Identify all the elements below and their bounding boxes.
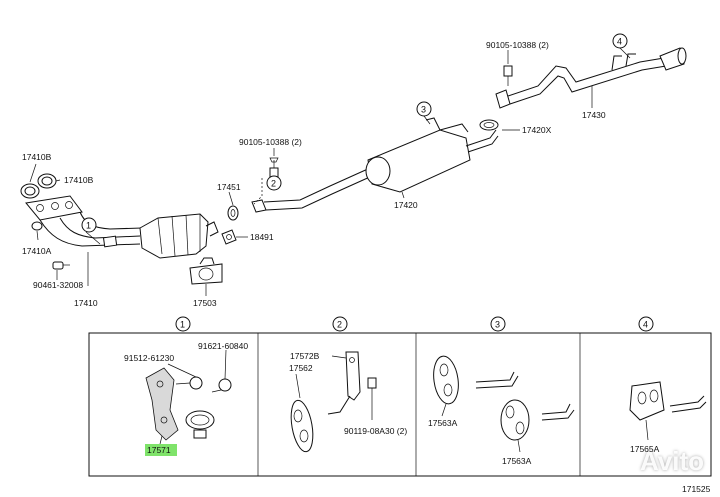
circle-num-3: 3 <box>421 105 426 115</box>
callout-17410: 17410 <box>74 298 98 308</box>
bolt-90105-upper <box>503 65 513 86</box>
callout-17410b-2: 17410B <box>64 175 94 185</box>
label-17563a-1: 17563A <box>428 418 458 428</box>
circle-num-1: 1 <box>86 221 91 231</box>
callout-17420x: 17420X <box>522 125 552 135</box>
callout-90105-10388-a: 90105-10388 (2) <box>239 137 302 147</box>
bolt-90461 <box>52 261 70 270</box>
circle-num-4: 4 <box>617 37 622 47</box>
label-91512-61230: 91512-61230 <box>124 353 174 363</box>
callout-17451: 17451 <box>217 182 241 192</box>
label-91621-60840: 91621-60840 <box>198 341 248 351</box>
bracket-18491 <box>221 229 237 245</box>
callout-17430: 17430 <box>582 110 606 120</box>
figure-code: 171525 <box>682 484 711 494</box>
callout-90461-32008: 90461-32008 <box>33 280 83 290</box>
upper-circled-numbers: 1 2 3 4 <box>81 33 628 233</box>
label-17565a: 17565A <box>630 444 660 454</box>
gasket-17410a <box>31 221 43 231</box>
detail-panels <box>88 332 712 477</box>
gasket-17451 <box>227 205 239 221</box>
leader-lines <box>29 47 631 296</box>
panel-4-parts: 17565A <box>629 381 707 454</box>
manifold-gaskets <box>20 173 57 199</box>
circle-num-2: 2 <box>271 179 276 189</box>
callout-17410a: 17410A <box>22 246 52 256</box>
callout-90105-10388-b: 90105-10388 (2) <box>486 40 549 50</box>
label-17563a-2: 17563A <box>502 456 532 466</box>
panel-1-parts: 91512-61230 91621-60840 17571 <box>124 341 248 456</box>
avito-watermark: Avito <box>640 446 704 477</box>
gasket-17420x <box>479 119 499 131</box>
callout-17410b-1: 17410B <box>22 152 52 162</box>
callout-17420: 17420 <box>394 200 418 210</box>
front-pipe-flange <box>25 195 143 248</box>
label-17572b: 17572B <box>290 351 320 361</box>
panel-3-number: 3 <box>495 320 500 330</box>
label-17571: 17571 <box>147 445 171 455</box>
catalytic-converter <box>139 213 219 259</box>
center-pipe <box>251 157 373 213</box>
callout-17503: 17503 <box>193 298 217 308</box>
tail-pipe <box>495 47 687 109</box>
upper-labels: 17410B 17410B 17410A 90461-32008 17410 1… <box>22 40 606 308</box>
panel-headers: 1 2 3 4 <box>175 316 654 332</box>
label-17562: 17562 <box>289 363 313 373</box>
callout-18491: 18491 <box>250 232 274 242</box>
panel-2-parts: 17572B 17562 90119-08A30 (2) <box>289 351 407 453</box>
panel-4-number: 4 <box>643 320 648 330</box>
highlight-17571 <box>145 444 177 456</box>
muffler <box>365 117 499 193</box>
panel-2-number: 2 <box>337 320 342 330</box>
label-90119-08a30: 90119-08A30 (2) <box>344 426 407 436</box>
avito-watermark-text: Avito <box>639 446 704 476</box>
bracket-17503 <box>189 257 223 285</box>
panel-1-number: 1 <box>180 320 185 330</box>
panel-3-parts: 17563A 17563A <box>428 355 575 466</box>
